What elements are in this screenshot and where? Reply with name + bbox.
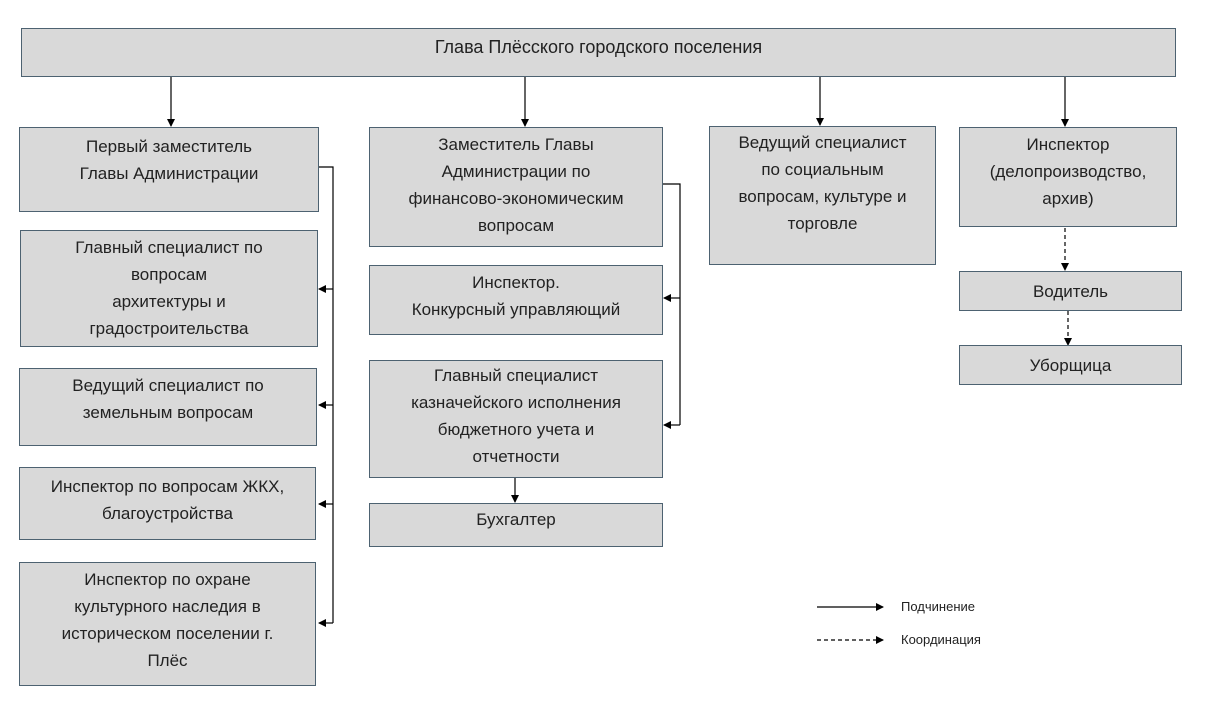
bankruptcy-inspector-box: Инспектор. Конкурсный управляющий	[369, 265, 663, 335]
legend-coordination-label: Координация	[901, 632, 981, 647]
treasury-chief-label: Главный специалист казначейского исполне…	[411, 366, 621, 466]
social-specialist-label: Ведущий специалист по социальным вопроса…	[738, 133, 907, 233]
cleaner-box: Уборщица	[959, 345, 1182, 385]
cleaner-label: Уборщица	[1029, 355, 1112, 375]
head-box: Глава Плёсского городского поселения	[21, 28, 1176, 77]
accountant-box: Бухгалтер	[369, 503, 663, 547]
treasury-chief-box: Главный специалист казначейского исполне…	[369, 360, 663, 478]
finance-deputy-label: Заместитель Главы Администрации по финан…	[408, 135, 624, 235]
first-deputy-box: Первый заместитель Главы Администрации	[19, 127, 319, 212]
legend-subordination-label: Подчинение	[901, 599, 975, 614]
housing-inspector-box: Инспектор по вопросам ЖКХ, благоустройст…	[19, 467, 316, 540]
heritage-inspector-box: Инспектор по охране культурного наследия…	[19, 562, 316, 686]
heritage-inspector-label: Инспектор по охране культурного наследия…	[61, 570, 274, 670]
accountant-label: Бухгалтер	[476, 510, 556, 529]
head-label: Глава Плёсского городского поселения	[434, 37, 763, 57]
architecture-specialist-box: Главный специалист по вопросам архитекту…	[20, 230, 318, 347]
social-specialist-box: Ведущий специалист по социальным вопроса…	[709, 126, 936, 265]
col1-bracket	[318, 166, 334, 623]
architecture-specialist-label: Главный специалист по вопросам архитекту…	[75, 238, 263, 338]
bankruptcy-inspector-label: Инспектор. Конкурсный управляющий	[411, 273, 621, 319]
col2-bracket	[662, 183, 681, 425]
land-specialist-box: Ведущий специалист по земельным вопросам	[19, 368, 317, 446]
finance-deputy-box: Заместитель Главы Администрации по финан…	[369, 127, 663, 247]
housing-inspector-label: Инспектор по вопросам ЖКХ, благоустройст…	[50, 477, 285, 523]
land-specialist-label: Ведущий специалист по земельным вопросам	[72, 376, 264, 422]
records-inspector-label: Инспектор (делопроизводство, архив)	[989, 135, 1147, 208]
driver-box: Водитель	[959, 271, 1182, 311]
driver-label: Водитель	[1032, 281, 1109, 301]
records-inspector-box: Инспектор (делопроизводство, архив)	[959, 127, 1177, 227]
first-deputy-label: Первый заместитель Главы Администрации	[79, 137, 259, 183]
